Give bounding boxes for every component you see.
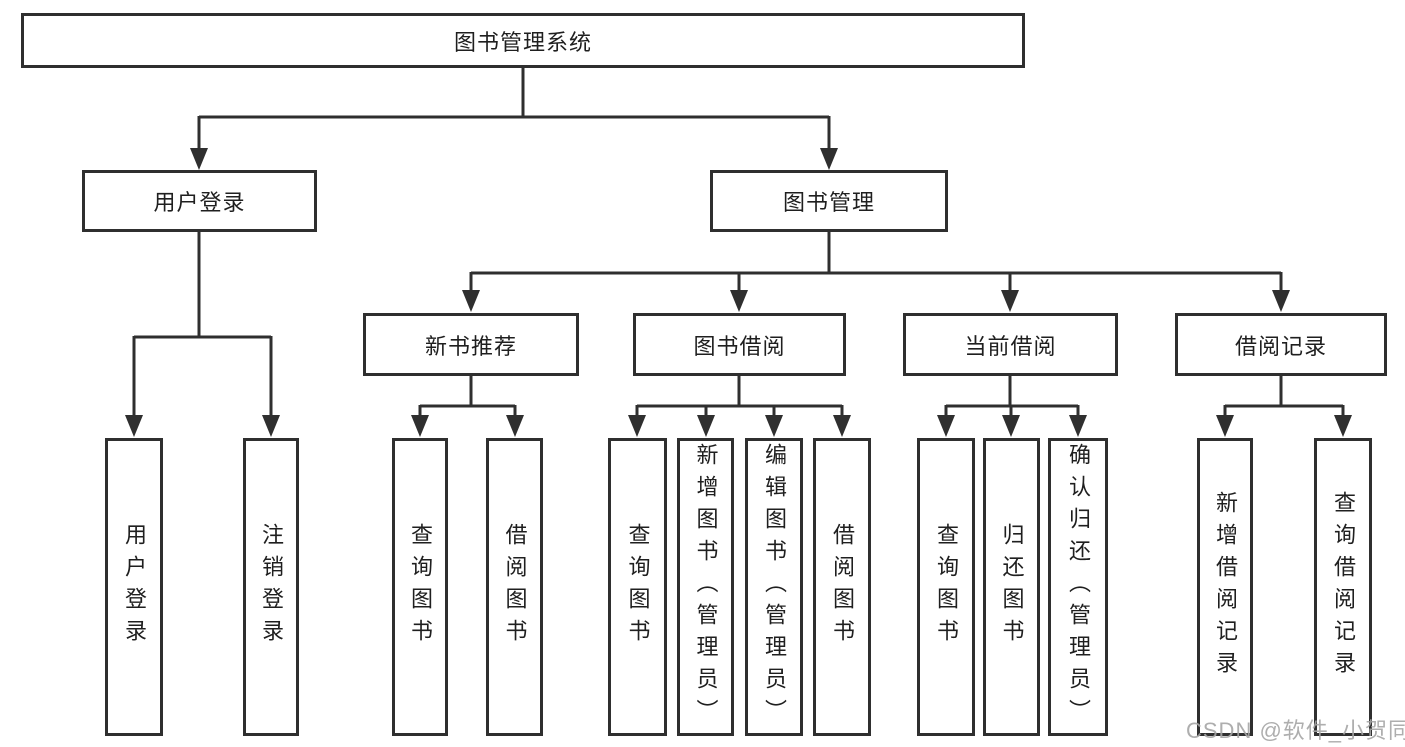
leaf-cb-confirm-return-label: 确认归还（管理员） <box>1066 443 1091 731</box>
arrowheads <box>125 148 1352 437</box>
connector-userlogin-to-leaves <box>132 232 273 416</box>
connector-currentborrow-to-leaves <box>944 376 1080 416</box>
leaf-cb-confirm-return: 确认归还（管理员） <box>1048 438 1108 736</box>
connector-bookborrow-to-leaves <box>635 376 844 416</box>
leaf-logout: 注销登录 <box>243 438 299 736</box>
leaf-bb-add-book: 新增图书（管理员） <box>677 438 734 736</box>
leaf-rec-query-book-label: 查询图书 <box>408 523 433 651</box>
leaf-br-query-record-label: 查询借阅记录 <box>1331 491 1356 683</box>
node-user-login: 用户登录 <box>82 170 317 232</box>
csdn-watermark: CSDN @软件_小贺同学 <box>1186 718 1405 743</box>
leaf-bb-edit-book: 编辑图书（管理员） <box>745 438 803 736</box>
leaf-bb-borrow-book: 借阅图书 <box>813 438 871 736</box>
leaf-bb-query-book: 查询图书 <box>608 438 667 736</box>
node-root: 图书管理系统 <box>21 13 1025 68</box>
node-new-book-recommend: 新书推荐 <box>363 313 579 376</box>
leaf-bb-borrow-book-label: 借阅图书 <box>830 523 855 651</box>
leaf-bb-edit-book-label: 编辑图书（管理员） <box>762 443 787 731</box>
node-book-management: 图书管理 <box>710 170 948 232</box>
leaf-bb-query-book-label: 查询图书 <box>625 523 651 651</box>
leaf-br-add-record-label: 新增借阅记录 <box>1213 491 1238 683</box>
node-book-borrow: 图书借阅 <box>633 313 846 376</box>
leaf-rec-borrow-book-label: 借阅图书 <box>502 523 528 651</box>
node-current-borrow: 当前借阅 <box>903 313 1118 376</box>
connector-newbookrec-to-leaves <box>418 376 517 416</box>
leaf-bb-add-book-label: 新增图书（管理员） <box>693 443 719 731</box>
leaf-cb-return-book-label: 归还图书 <box>999 523 1025 651</box>
connector-root-to-level2 <box>197 68 831 149</box>
leaf-user-login: 用户登录 <box>105 438 163 736</box>
leaf-br-query-record: 查询借阅记录 <box>1314 438 1372 736</box>
leaf-cb-query-book: 查询图书 <box>917 438 975 736</box>
leaf-cb-query-book-label: 查询图书 <box>934 523 959 651</box>
connector-bookmgmt-to-level3 <box>469 232 1283 291</box>
leaf-rec-query-book: 查询图书 <box>392 438 448 736</box>
leaf-cb-return-book: 归还图书 <box>983 438 1040 736</box>
leaf-rec-borrow-book: 借阅图书 <box>486 438 543 736</box>
leaf-logout-label: 注销登录 <box>259 523 284 651</box>
node-borrow-records: 借阅记录 <box>1175 313 1387 376</box>
connector-borrowrecords-to-leaves <box>1223 376 1345 416</box>
leaf-user-login-label: 用户登录 <box>122 523 147 651</box>
leaf-br-add-record: 新增借阅记录 <box>1197 438 1253 736</box>
